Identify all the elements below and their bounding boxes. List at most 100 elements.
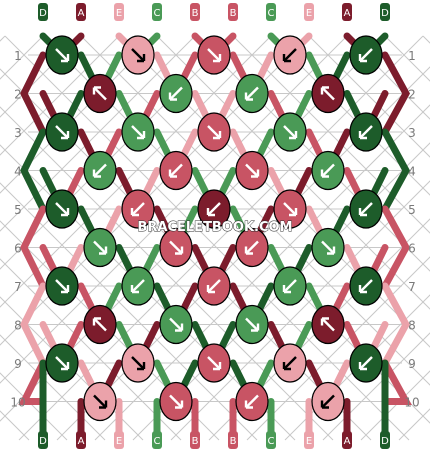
thread-letter: B (192, 436, 199, 447)
thread-letter: C (268, 436, 275, 447)
arrow-sw-icon (359, 202, 373, 216)
thread-segment (20, 128, 47, 213)
arrow-head-icon (282, 285, 291, 294)
knot (197, 266, 231, 306)
watermark: BRACELETBOOK.COM (138, 220, 293, 235)
thread-letter: A (344, 8, 351, 19)
knot (273, 189, 307, 229)
row-number-right: 10 (404, 396, 419, 410)
arrow-head-icon (206, 208, 215, 217)
knots (45, 35, 383, 422)
arrow-sw-icon (359, 356, 373, 370)
knot (83, 304, 117, 345)
knot (235, 381, 269, 422)
row-number-right: 4 (408, 165, 416, 179)
knot (311, 227, 345, 268)
row-number-left: 4 (14, 165, 22, 179)
thread-badge (152, 431, 162, 449)
row-number-left: 6 (14, 242, 22, 256)
arrow-sw-icon (131, 202, 145, 216)
arrow-head-icon (61, 208, 70, 217)
arrow-sw-icon (207, 279, 221, 293)
thread-segment (20, 51, 47, 136)
thread-segment (381, 128, 410, 213)
row-number-right: 7 (408, 280, 416, 294)
arrow-sw-icon (245, 240, 259, 255)
knot (273, 266, 307, 306)
grid-diagonal (0, 35, 82, 118)
arrow-head-icon (137, 54, 146, 63)
arrow-sw-icon (169, 86, 183, 101)
knot (45, 189, 79, 229)
thread-letter: E (116, 436, 122, 447)
arrow-head-icon (92, 317, 101, 326)
row-number-right: 3 (408, 126, 416, 140)
thread-letter: D (39, 8, 47, 19)
thread-letter: B (192, 8, 199, 19)
thread-letter: D (381, 8, 389, 19)
arrow-head-icon (206, 285, 215, 294)
thread-segment (20, 205, 47, 290)
row-number-left: 2 (14, 88, 22, 102)
arrow-nw-icon (321, 86, 335, 101)
thread-letter: C (154, 436, 161, 447)
knot (197, 112, 231, 152)
knot (197, 189, 231, 229)
arrow-se-icon (321, 240, 335, 255)
knot (349, 266, 383, 306)
arrow-nw-icon (321, 317, 335, 332)
row-number-left: 1 (14, 49, 22, 63)
arrow-head-icon (289, 131, 298, 140)
arrow-head-icon (130, 208, 139, 217)
arrow-sw-icon (245, 394, 259, 409)
knot (273, 35, 307, 75)
arrow-sw-icon (321, 394, 335, 409)
arrow-head-icon (358, 208, 367, 217)
thread-letter: A (78, 8, 85, 19)
arrow-head-icon (244, 400, 253, 409)
grid-diagonal (360, 370, 430, 441)
thread-badge (304, 3, 314, 21)
knot (273, 112, 307, 152)
arrow-sw-icon (131, 279, 145, 293)
arrow-se-icon (245, 163, 259, 178)
arrow-head-icon (61, 54, 70, 63)
thread-letter: C (154, 8, 161, 19)
thread-letter: E (306, 436, 312, 447)
arrow-se-icon (93, 394, 107, 409)
knot (45, 266, 79, 306)
row-number-left: 10 (10, 396, 25, 410)
row-number-left: 8 (14, 319, 22, 333)
arrow-sw-icon (207, 202, 221, 216)
knot (83, 73, 117, 114)
arrow-sw-icon (359, 48, 373, 62)
arrow-head-icon (358, 54, 367, 63)
arrow-head-icon (213, 54, 222, 63)
thread-badge (342, 431, 352, 449)
arrow-head-icon (320, 400, 329, 409)
arrow-head-icon (244, 92, 253, 101)
thread-letter: C (268, 8, 275, 19)
arrow-se-icon (131, 48, 145, 62)
thread-segment (18, 359, 47, 405)
row-number-right: 1 (408, 49, 416, 63)
knot (235, 73, 269, 114)
thread-letter: B (230, 436, 237, 447)
thread-badge (380, 3, 390, 21)
thread-segment (381, 359, 412, 405)
arrow-sw-icon (283, 279, 297, 293)
arrow-se-icon (131, 125, 145, 139)
thread-badge (114, 431, 124, 449)
thread-badge (190, 431, 200, 449)
row-number-left: 3 (14, 126, 22, 140)
arrow-head-icon (99, 246, 108, 255)
arrow-se-icon (245, 317, 259, 332)
arrow-head-icon (137, 131, 146, 140)
thread-badge (266, 3, 276, 21)
arrow-head-icon (320, 169, 329, 178)
arrow-sw-icon (245, 86, 259, 101)
arrow-head-icon (137, 362, 146, 371)
arrow-head-icon (130, 285, 139, 294)
arrow-head-icon (61, 285, 70, 294)
knot (83, 381, 117, 422)
